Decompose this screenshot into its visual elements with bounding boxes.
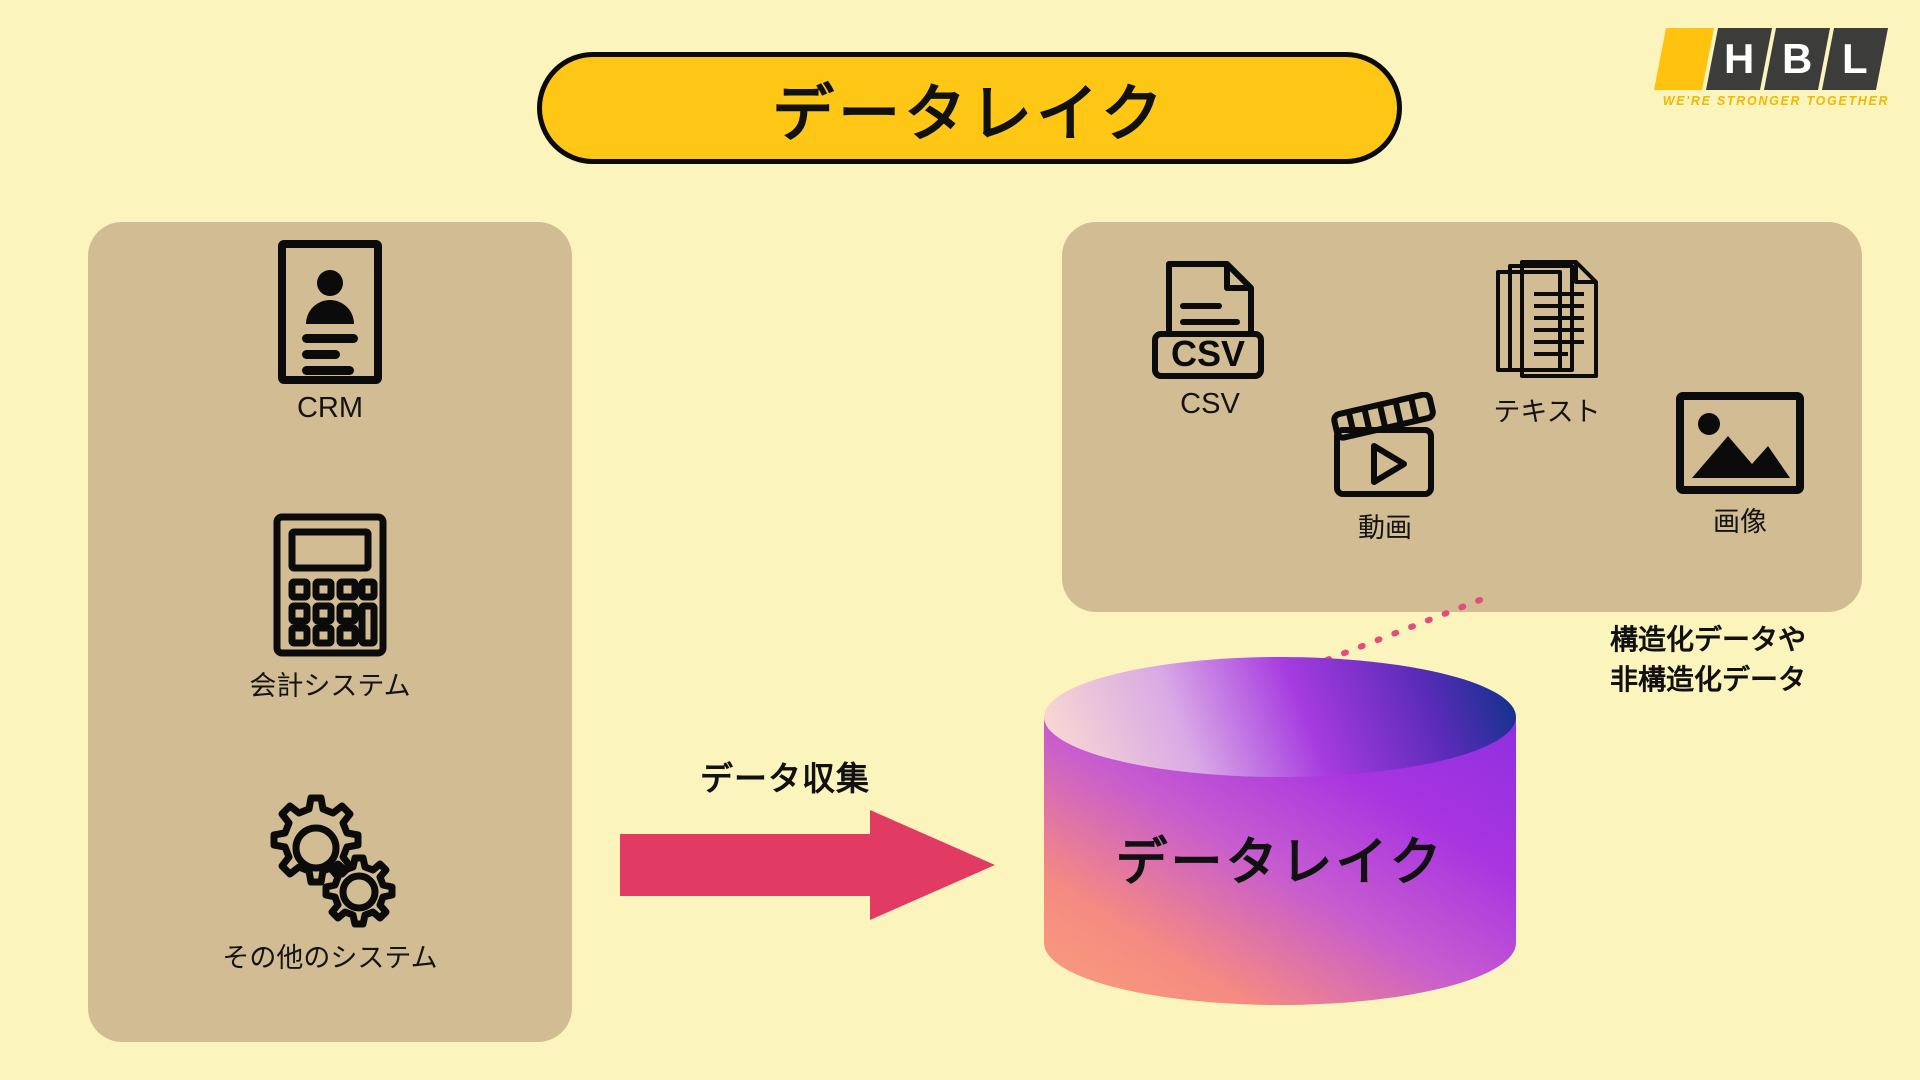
logo-letter-b: B	[1781, 35, 1813, 82]
data-collection-arrow-group: データ収集	[620, 759, 1000, 920]
logo-tiles: H B L	[1653, 28, 1892, 90]
calculator-icon	[88, 512, 572, 658]
data-type-video: 動画	[1270, 392, 1500, 545]
logo-accent-tile	[1653, 28, 1715, 90]
page-title: データレイク	[772, 77, 1167, 150]
data-type-csv-label: CSV	[1180, 388, 1240, 420]
source-item-accounting: 会計システム	[88, 512, 572, 703]
data-type-text-label: テキスト	[1493, 397, 1601, 428]
data-types-panel	[1062, 222, 1862, 612]
data-type-video-label: 動画	[1358, 513, 1412, 544]
logo-tile-h: H	[1705, 28, 1773, 90]
data-type-image-label: 画像	[1713, 507, 1767, 538]
image-photo-icon	[1630, 392, 1850, 494]
annotation-line-1: 構造化データや	[1610, 623, 1807, 656]
page-title-pill: データレイク	[537, 52, 1402, 164]
source-item-crm-label: CRM	[296, 392, 364, 424]
annotation-line-2: 非構造化データ	[1610, 662, 1807, 696]
data-type-text: テキスト	[1432, 258, 1662, 429]
svg-text:CSV: CSV	[1171, 333, 1245, 374]
logo-letter-h: H	[1723, 35, 1755, 82]
hbl-logo: H B L WE'RE STRONGER TOGETHER	[1653, 28, 1892, 116]
logo-letter-l: L	[1842, 35, 1868, 82]
gears-icon	[88, 790, 572, 930]
dotted-connector-line	[1247, 597, 1483, 693]
arrow-label: データ収集	[700, 759, 870, 798]
logo-tile-b: B	[1763, 28, 1831, 90]
text-documents-icon	[1432, 258, 1662, 384]
source-item-crm: CRM	[88, 238, 572, 425]
data-lake-cylinder	[1044, 657, 1516, 1005]
arrow-shape	[620, 810, 995, 920]
data-type-image: 画像	[1630, 392, 1850, 539]
contact-card-icon	[88, 238, 572, 386]
data-type-csv: CSV CSV	[1090, 258, 1330, 421]
video-clapperboard-icon	[1270, 392, 1500, 500]
logo-tagline: WE'RE STRONGER TOGETHER	[1662, 94, 1890, 108]
source-item-accounting-label: 会計システム	[249, 671, 411, 702]
annotation-structured-unstructured: 構造化データや 非構造化データ	[1610, 620, 1806, 700]
csv-file-icon: CSV	[1090, 258, 1330, 382]
source-item-other-label: その他のシステム	[222, 943, 438, 974]
logo-tile-l: L	[1821, 28, 1889, 90]
source-item-other: その他のシステム	[88, 790, 572, 975]
